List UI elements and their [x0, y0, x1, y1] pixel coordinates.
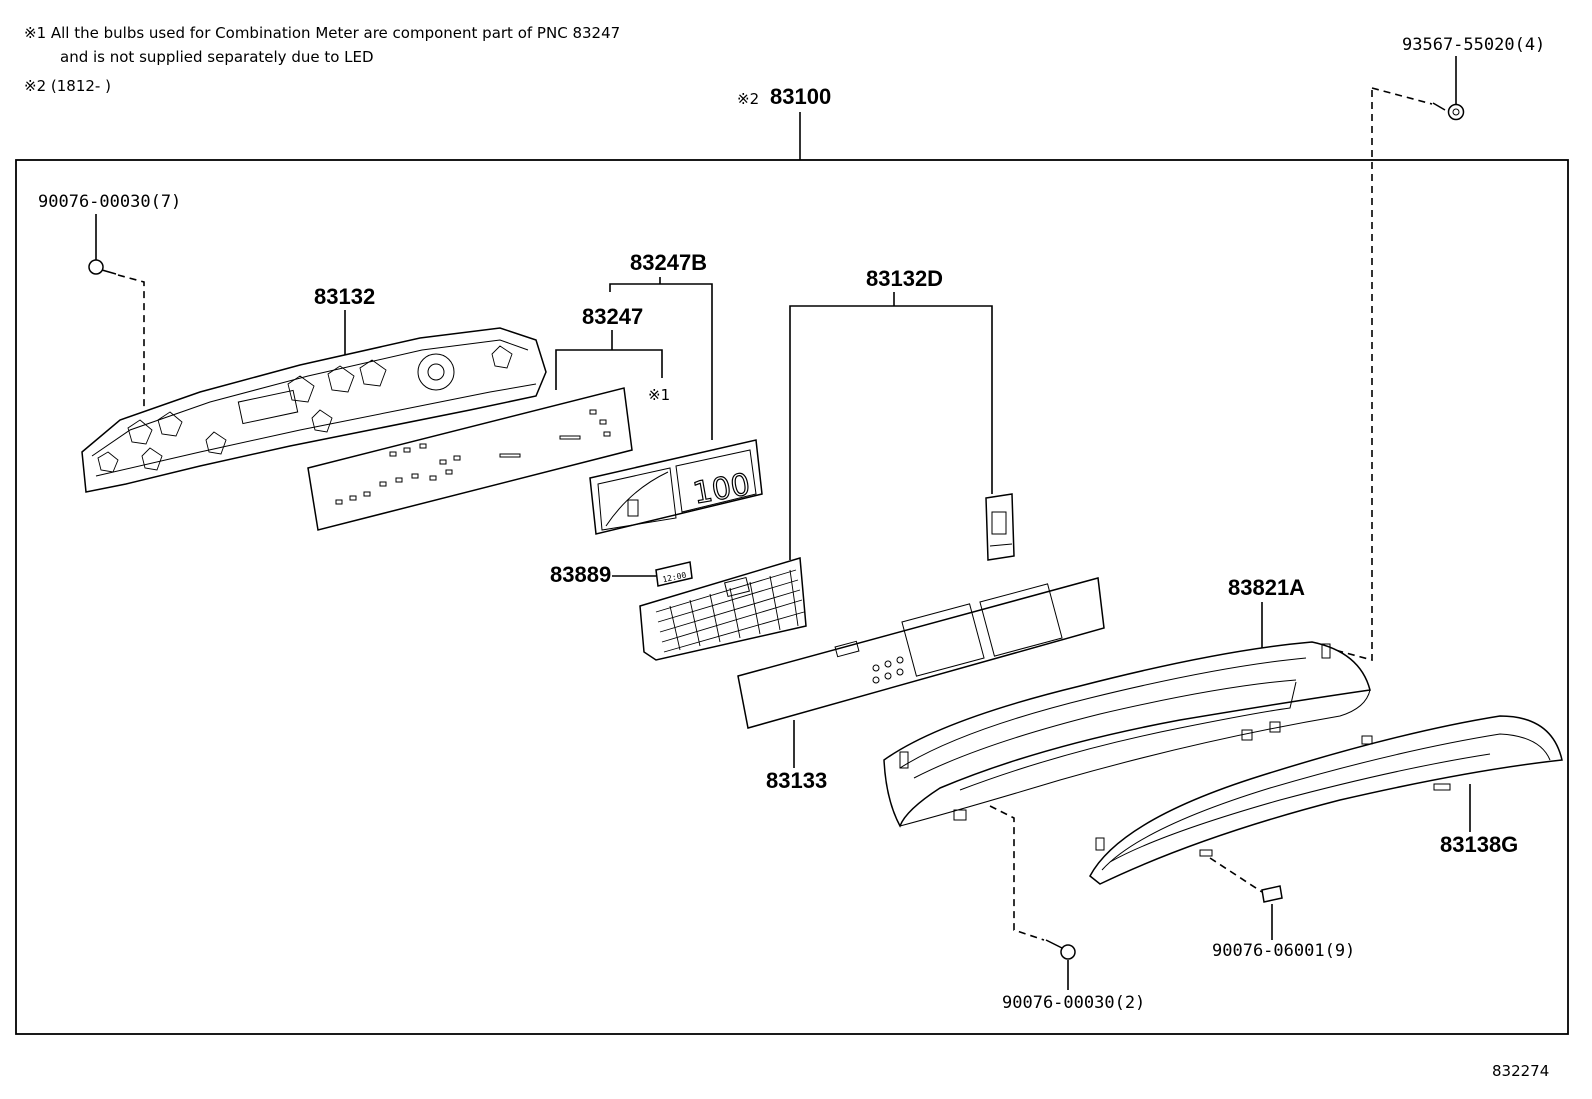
meter-frame-83138G-icon [1089, 715, 1563, 885]
light-guide-83132D-right-icon [985, 493, 1015, 561]
assembly-number: 83100 [770, 84, 831, 109]
meter-lens-83821A-icon [883, 641, 1371, 828]
illustration-id: 832274 [1492, 1062, 1549, 1080]
note-1-line-1: ※1 All the bulbs used for Combination Me… [24, 24, 620, 42]
label-90076-00030-2: 90076-00030(2) [1002, 993, 1145, 1013]
dashed-line-bottom [989, 805, 1045, 941]
gear-indicator-box [627, 499, 639, 517]
display-panel-83247B-icon: 100 [589, 439, 763, 535]
screw-top-left-icon [88, 259, 145, 420]
label-83821A: 83821A [1228, 575, 1305, 600]
label-83889: 83889 [550, 562, 611, 587]
assembly-frame [15, 159, 1569, 1035]
label-83132D: 83132D [866, 266, 943, 291]
clock-display-83889-icon: 12:00 [655, 561, 693, 587]
dashed-line-clip [1209, 857, 1263, 893]
assembly-mark: ※2 [737, 90, 759, 108]
circuit-board-83247-icon [307, 387, 633, 531]
label-83247: 83247 [582, 304, 643, 329]
screw-top-right-icon [1371, 87, 1465, 121]
ref-mark-1: ※1 [648, 386, 670, 404]
note-2: ※2 (1812- ) [24, 77, 111, 95]
reflector-plate-83133-icon [737, 577, 1105, 729]
label-93567-55020: 93567-55020(4) [1402, 35, 1545, 55]
label-83138G: 83138G [1440, 832, 1518, 857]
meter-case-83132-icon [81, 327, 547, 493]
bracket-83247 [555, 349, 663, 390]
label-90076-06001: 90076-06001(9) [1212, 941, 1355, 961]
bracket-83132D [789, 305, 993, 560]
screw-bottom-icon [1045, 939, 1076, 960]
label-90076-00030-7: 90076-00030(7) [38, 192, 181, 212]
note-1-line-2: and is not supplied separately due to LE… [60, 48, 374, 66]
label-83247B: 83247B [630, 250, 707, 275]
dashed-line-right [1334, 90, 1373, 662]
bracket-83247B [609, 283, 713, 440]
label-83132: 83132 [314, 284, 375, 309]
clip-icon [1261, 885, 1283, 903]
light-guide-83132D-left-icon [639, 557, 807, 661]
label-83133: 83133 [766, 768, 827, 793]
